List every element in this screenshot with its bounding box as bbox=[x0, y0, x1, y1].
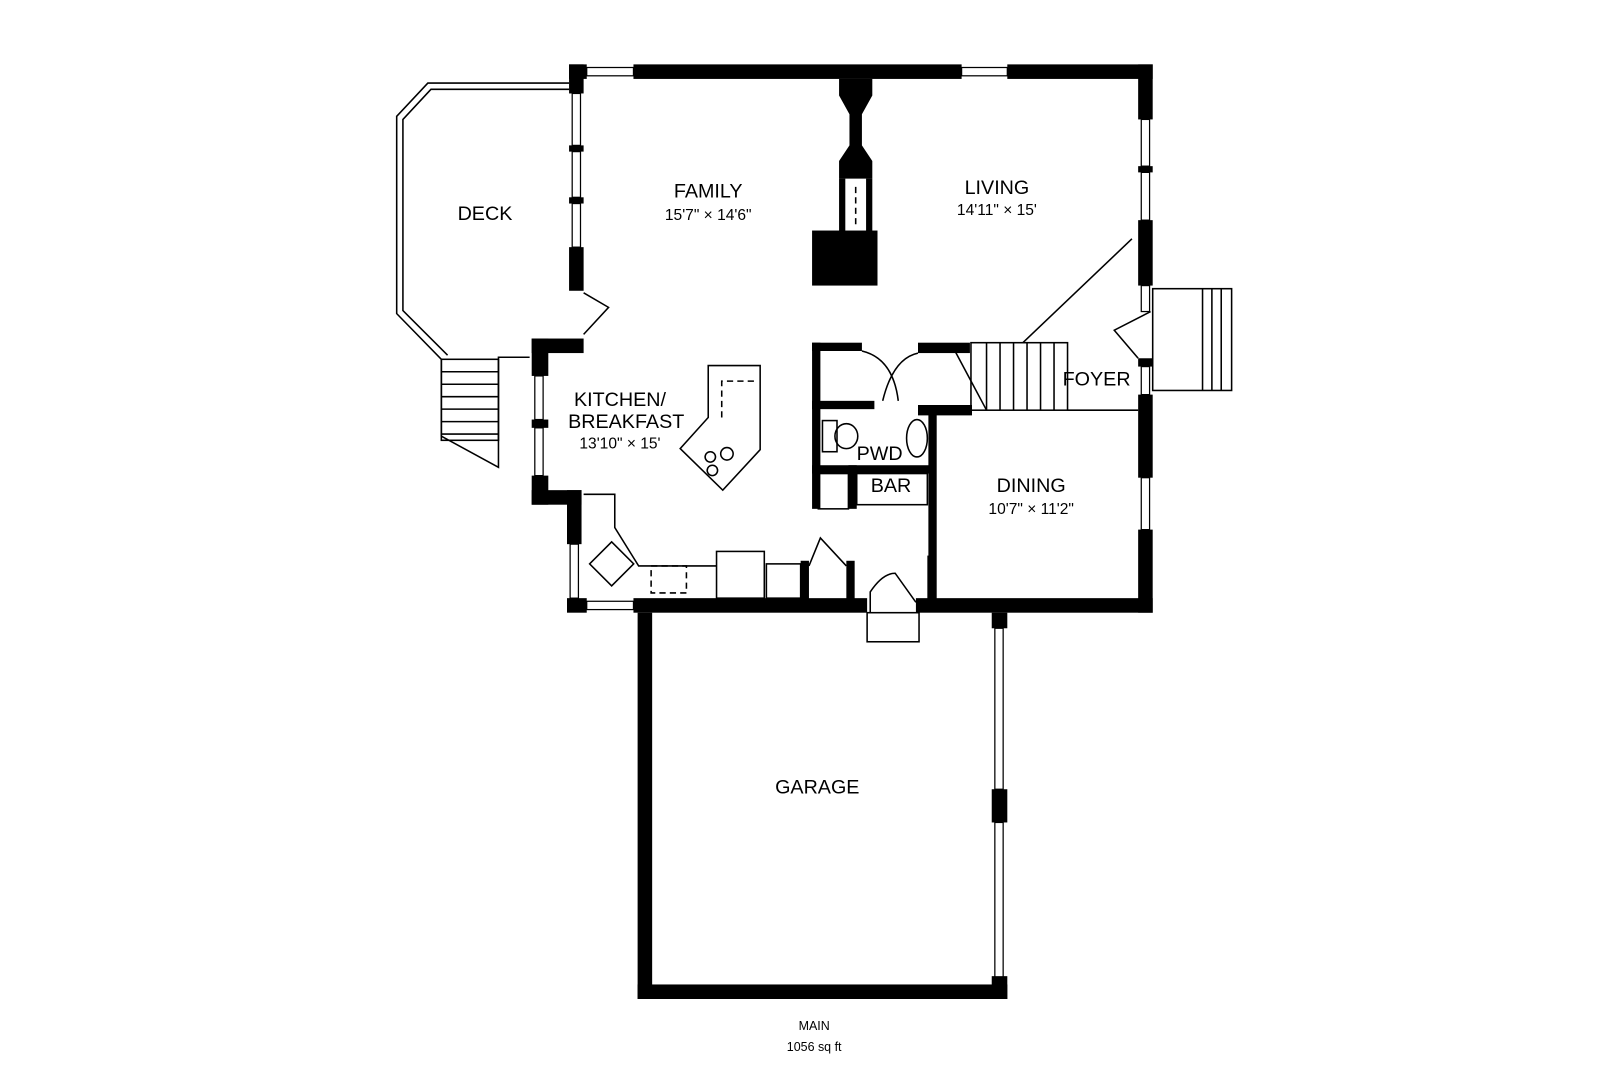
kitchen-size: 13'10" × 15' bbox=[579, 436, 660, 453]
garage-label: GARAGE bbox=[775, 776, 859, 798]
exterior-walls bbox=[531, 64, 1153, 613]
living-size: 14'11" × 15' bbox=[957, 202, 1037, 219]
kitchen-fixtures bbox=[583, 364, 936, 603]
floor-name: MAIN bbox=[799, 1019, 830, 1033]
garage-walls bbox=[637, 612, 1008, 999]
powder-room bbox=[812, 342, 937, 601]
kitchen-label-line2: BREAKFAST bbox=[568, 411, 684, 433]
dining-size: 10'7" × 11'2" bbox=[988, 501, 1074, 518]
fireplace bbox=[812, 78, 878, 286]
deck-label: DECK bbox=[458, 203, 513, 225]
entry-steps bbox=[1151, 287, 1233, 392]
doors bbox=[583, 292, 1151, 643]
deck-stairs bbox=[440, 358, 500, 442]
bar-label: BAR bbox=[871, 475, 912, 497]
floor-area: 1056 sq ft bbox=[787, 1040, 842, 1054]
foyer-label: FOYER bbox=[1063, 368, 1131, 390]
pwd-label: PWD bbox=[857, 443, 903, 465]
family-size: 15'7" × 14'6" bbox=[665, 207, 752, 224]
kitchen-label-line1: KITCHEN/ bbox=[574, 389, 667, 411]
family-label: FAMILY bbox=[674, 180, 743, 202]
dining-label: DINING bbox=[997, 475, 1066, 497]
living-label: LIVING bbox=[965, 177, 1030, 199]
deck-outline bbox=[395, 82, 570, 469]
foyer-stairs bbox=[918, 238, 1139, 416]
